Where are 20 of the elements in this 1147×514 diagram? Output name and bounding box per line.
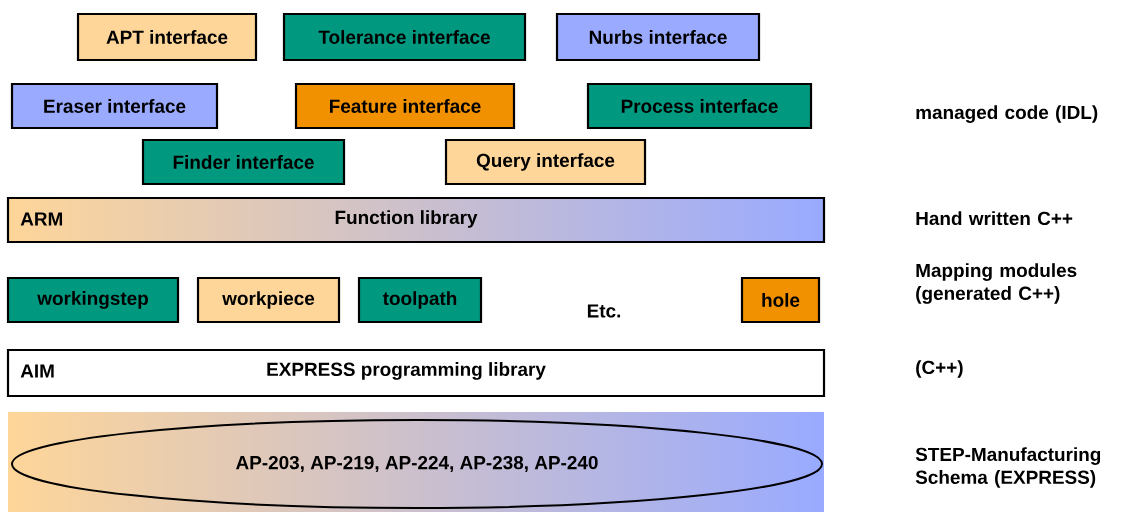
layer-label: Mapping modules (generated C++) bbox=[916, 263, 1077, 304]
layer-label: managed code (IDL) bbox=[916, 105, 1098, 123]
interface-box: toolpath bbox=[357, 276, 483, 324]
interface-box: workingstep bbox=[6, 276, 180, 324]
layer-label: STEP-Manufacturing Schema (EXPRESS) bbox=[915, 447, 1101, 488]
layer-label: Hand written C++ bbox=[916, 211, 1073, 226]
interface-box: Finder interface bbox=[141, 138, 346, 186]
interface-box: APT interface bbox=[76, 12, 258, 62]
library-band: AIM EXPRESS programming library bbox=[6, 348, 826, 398]
library-band: ARM Function library bbox=[6, 196, 826, 244]
interface-box: Feature interface bbox=[294, 82, 516, 130]
interface-box: hole bbox=[740, 276, 821, 324]
interface-box: Nurbs interface bbox=[555, 12, 761, 62]
interface-box: Process interface bbox=[586, 82, 813, 130]
layer-label: (C++) bbox=[916, 360, 963, 378]
interface-box: Query interface bbox=[444, 138, 647, 186]
interface-box: workpiece bbox=[196, 276, 341, 324]
interface-box: Eraser interface bbox=[10, 82, 219, 130]
layer-label: Etc. bbox=[587, 304, 621, 318]
interface-box: Tolerance interface bbox=[282, 12, 527, 62]
